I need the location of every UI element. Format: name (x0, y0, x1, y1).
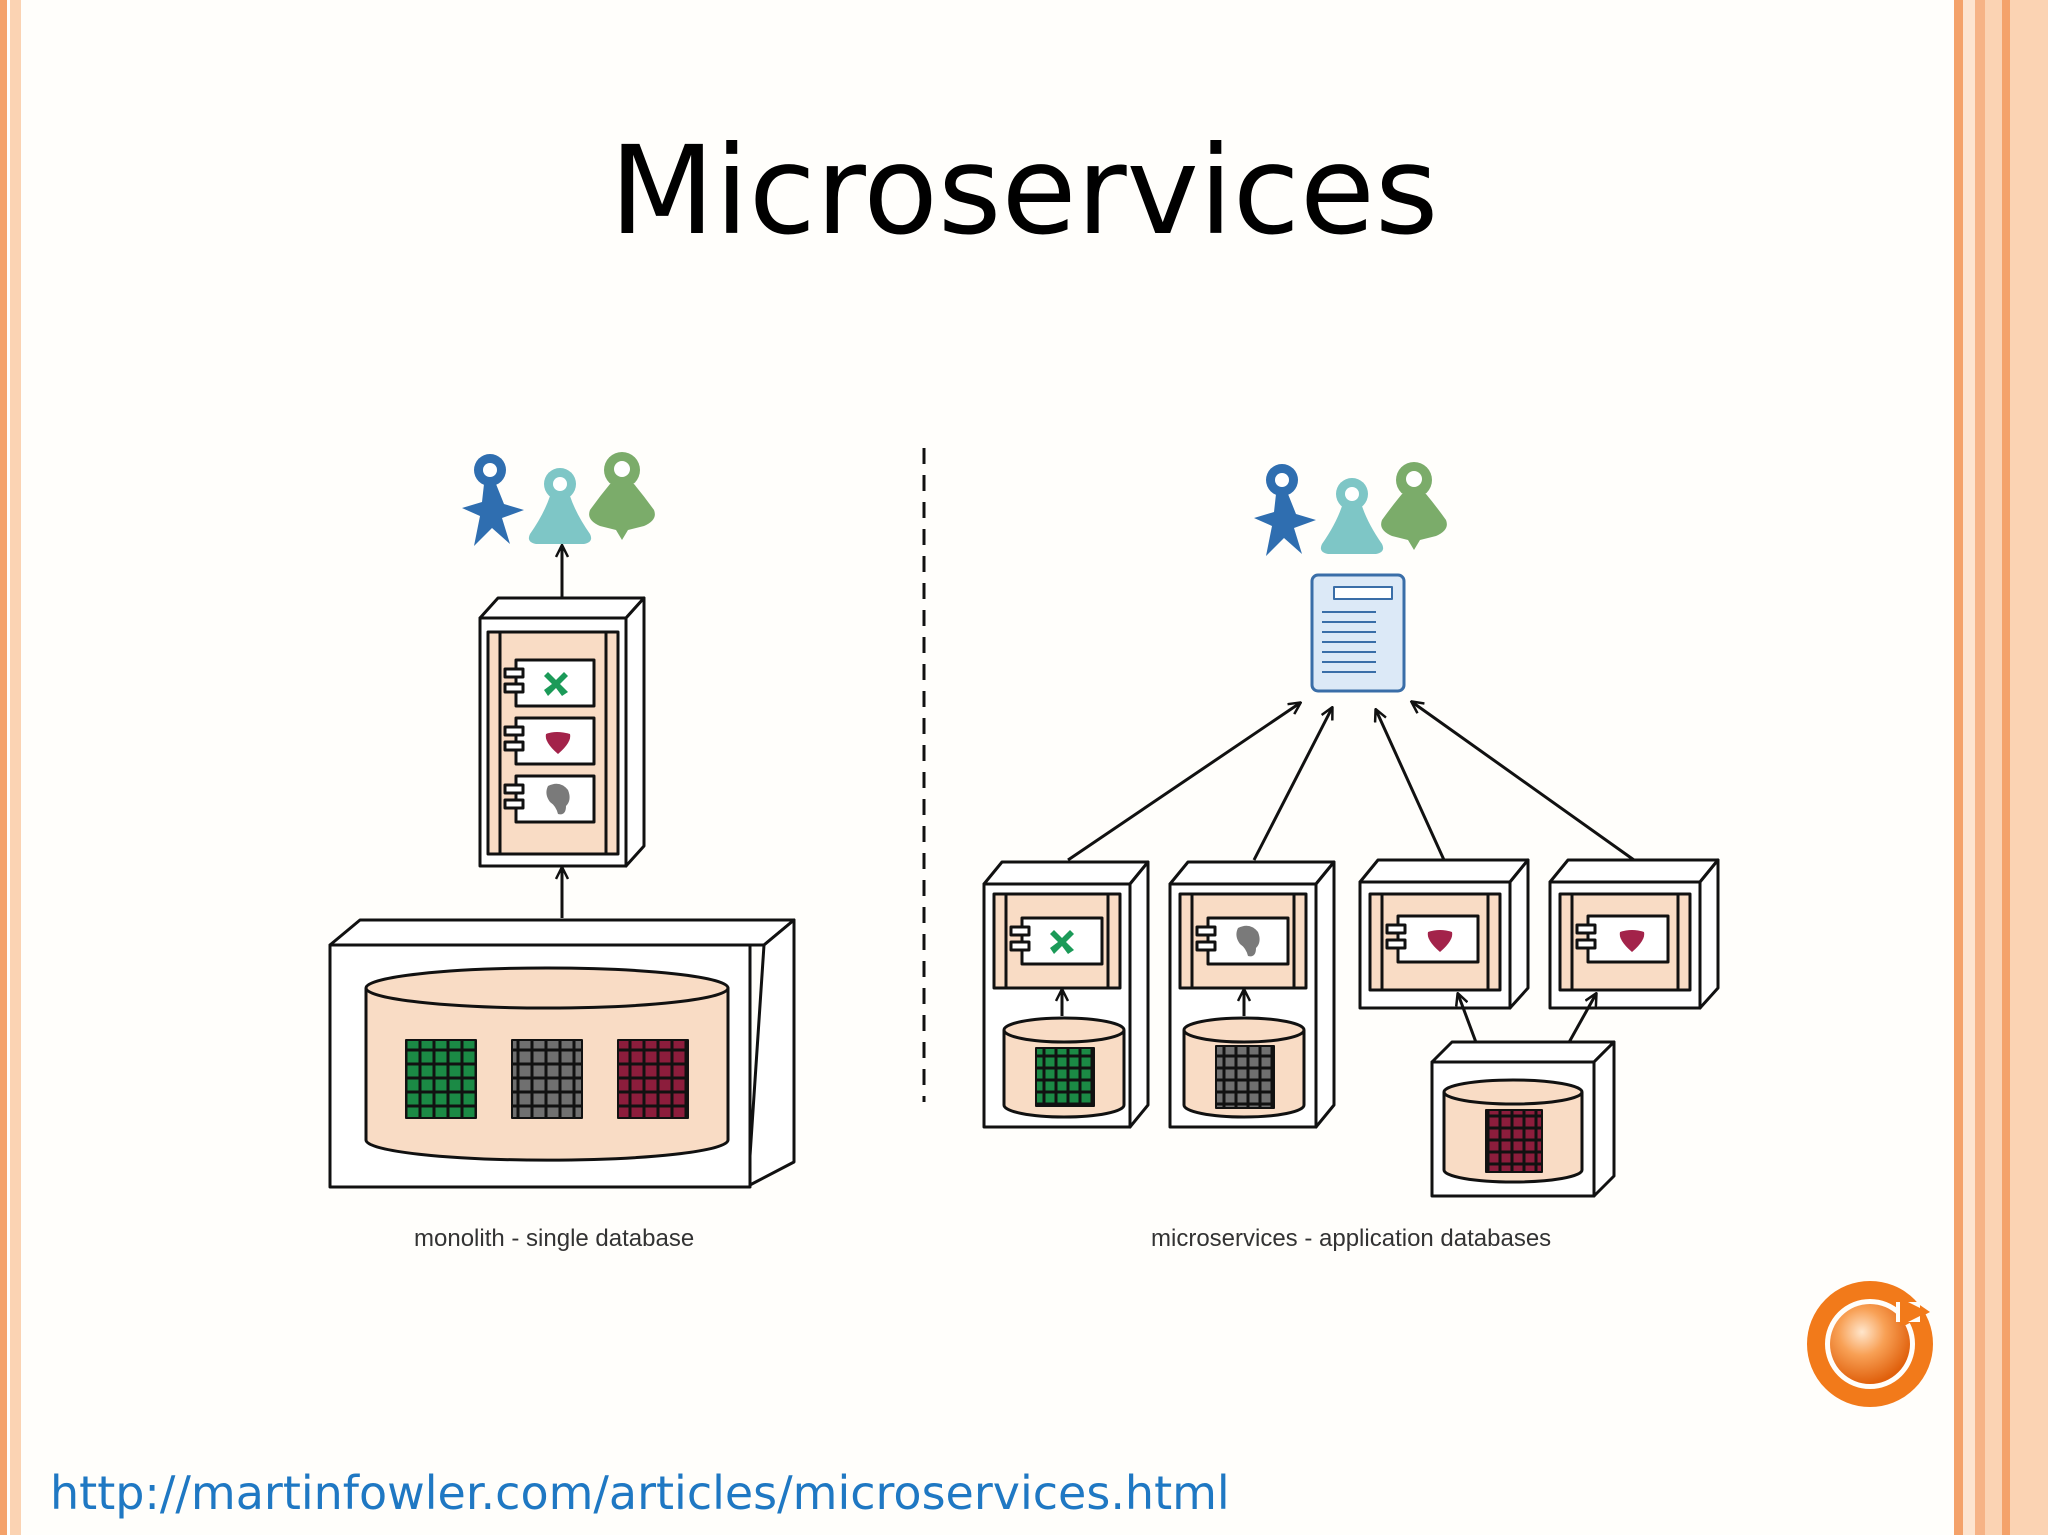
microservices-caption: microservices - application databases (1151, 1225, 1552, 1252)
monolith-component-1 (503, 658, 596, 708)
service-2-data-grid-gray (1215, 1045, 1275, 1109)
service-1-data-grid-green (1035, 1047, 1095, 1107)
green-x-icon (544, 672, 568, 696)
crimson-heart-icon (545, 732, 571, 754)
frame-right-bar-2 (1963, 0, 1975, 1535)
monolith-users (462, 452, 655, 546)
shared-data-grid-crimson (1485, 1109, 1543, 1173)
service-1-green-x-icon (1050, 930, 1074, 954)
frame-left-bar-inner (10, 0, 21, 1535)
gray-blob-icon (546, 783, 570, 815)
service4-to-doc-arrow (1412, 702, 1635, 862)
frame-right-bar-6 (2010, 0, 2048, 1535)
monolith-data-grid-gray (511, 1039, 583, 1119)
api-document-icon (1310, 573, 1406, 693)
service-4-crimson-heart-icon (1619, 930, 1645, 952)
frame-right-bar-3 (1975, 0, 1985, 1535)
service1-to-doc-arrow (1067, 703, 1300, 862)
frame-left-bar-outer (0, 0, 7, 1535)
service-2-gray-blob-icon (1236, 925, 1260, 957)
service-3-crimson-heart-icon (1427, 930, 1453, 952)
microservices-users (1254, 462, 1447, 556)
service-4-box (1548, 858, 1720, 1010)
frame-right-bar-1 (1954, 0, 1963, 1535)
source-link[interactable]: http://martinfowler.com/articles/microse… (50, 1466, 1230, 1520)
monolith-data-grid-crimson (617, 1039, 689, 1119)
service2-to-doc-arrow (1252, 708, 1332, 861)
monolith-component-3 (503, 774, 596, 824)
slide-title: Microservices (609, 120, 1439, 262)
frame-right-bar-5 (2002, 0, 2010, 1535)
refresh-icon[interactable] (1800, 1272, 1940, 1412)
monolith-data-grid-green (405, 1039, 477, 1119)
frame-right-bar-4 (1985, 0, 2002, 1535)
service3-to-doc-arrow (1376, 710, 1446, 861)
monolith-caption: monolith - single database (414, 1225, 695, 1252)
